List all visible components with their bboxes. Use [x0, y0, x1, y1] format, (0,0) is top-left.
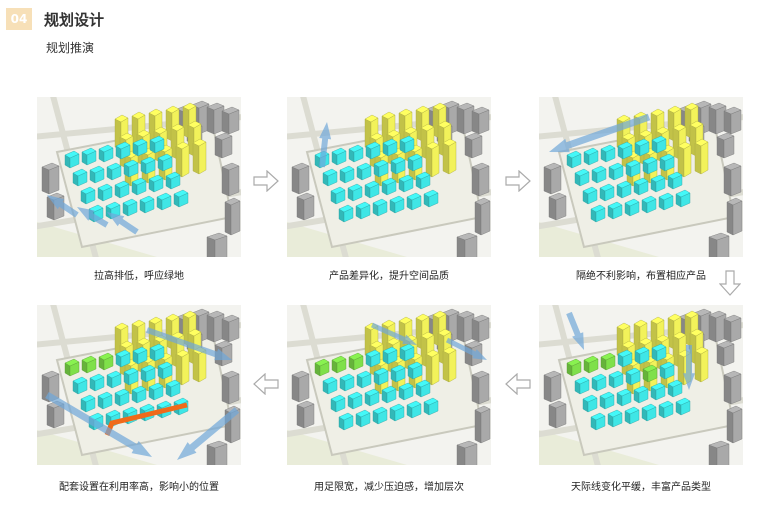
plan-step-2-image	[287, 97, 491, 257]
plan-step-3-caption: 隔绝不利影响，布置相应产品	[539, 267, 743, 282]
arrow-left-icon	[253, 373, 279, 395]
plan-step-5-image	[287, 305, 491, 465]
plan-step-3-image	[539, 97, 743, 257]
section-number-badge: 04	[6, 8, 32, 30]
arrow-right-icon	[505, 170, 531, 192]
plan-step-4-image	[37, 305, 241, 465]
plan-step-5-caption: 用足限宽，减少压迫感，增加层次	[287, 478, 491, 493]
arrow-right-icon	[253, 170, 279, 192]
arrow-down-icon	[719, 270, 741, 296]
plan-step-1-caption: 拉高排低，呼应绿地	[37, 267, 241, 282]
page-subtitle: 规划推演	[46, 39, 94, 56]
plan-step-2-caption: 产品差异化，提升空间品质	[287, 267, 491, 282]
plan-step-6-caption: 天际线变化平缓，丰富产品类型	[539, 478, 743, 493]
plan-step-4-caption: 配套设置在利用率高，影响小的位置	[37, 478, 241, 493]
plan-step-6-image	[539, 305, 743, 465]
arrow-left-icon	[505, 373, 531, 395]
plan-step-1-image	[37, 97, 241, 257]
page-title: 规划设计	[44, 9, 104, 30]
